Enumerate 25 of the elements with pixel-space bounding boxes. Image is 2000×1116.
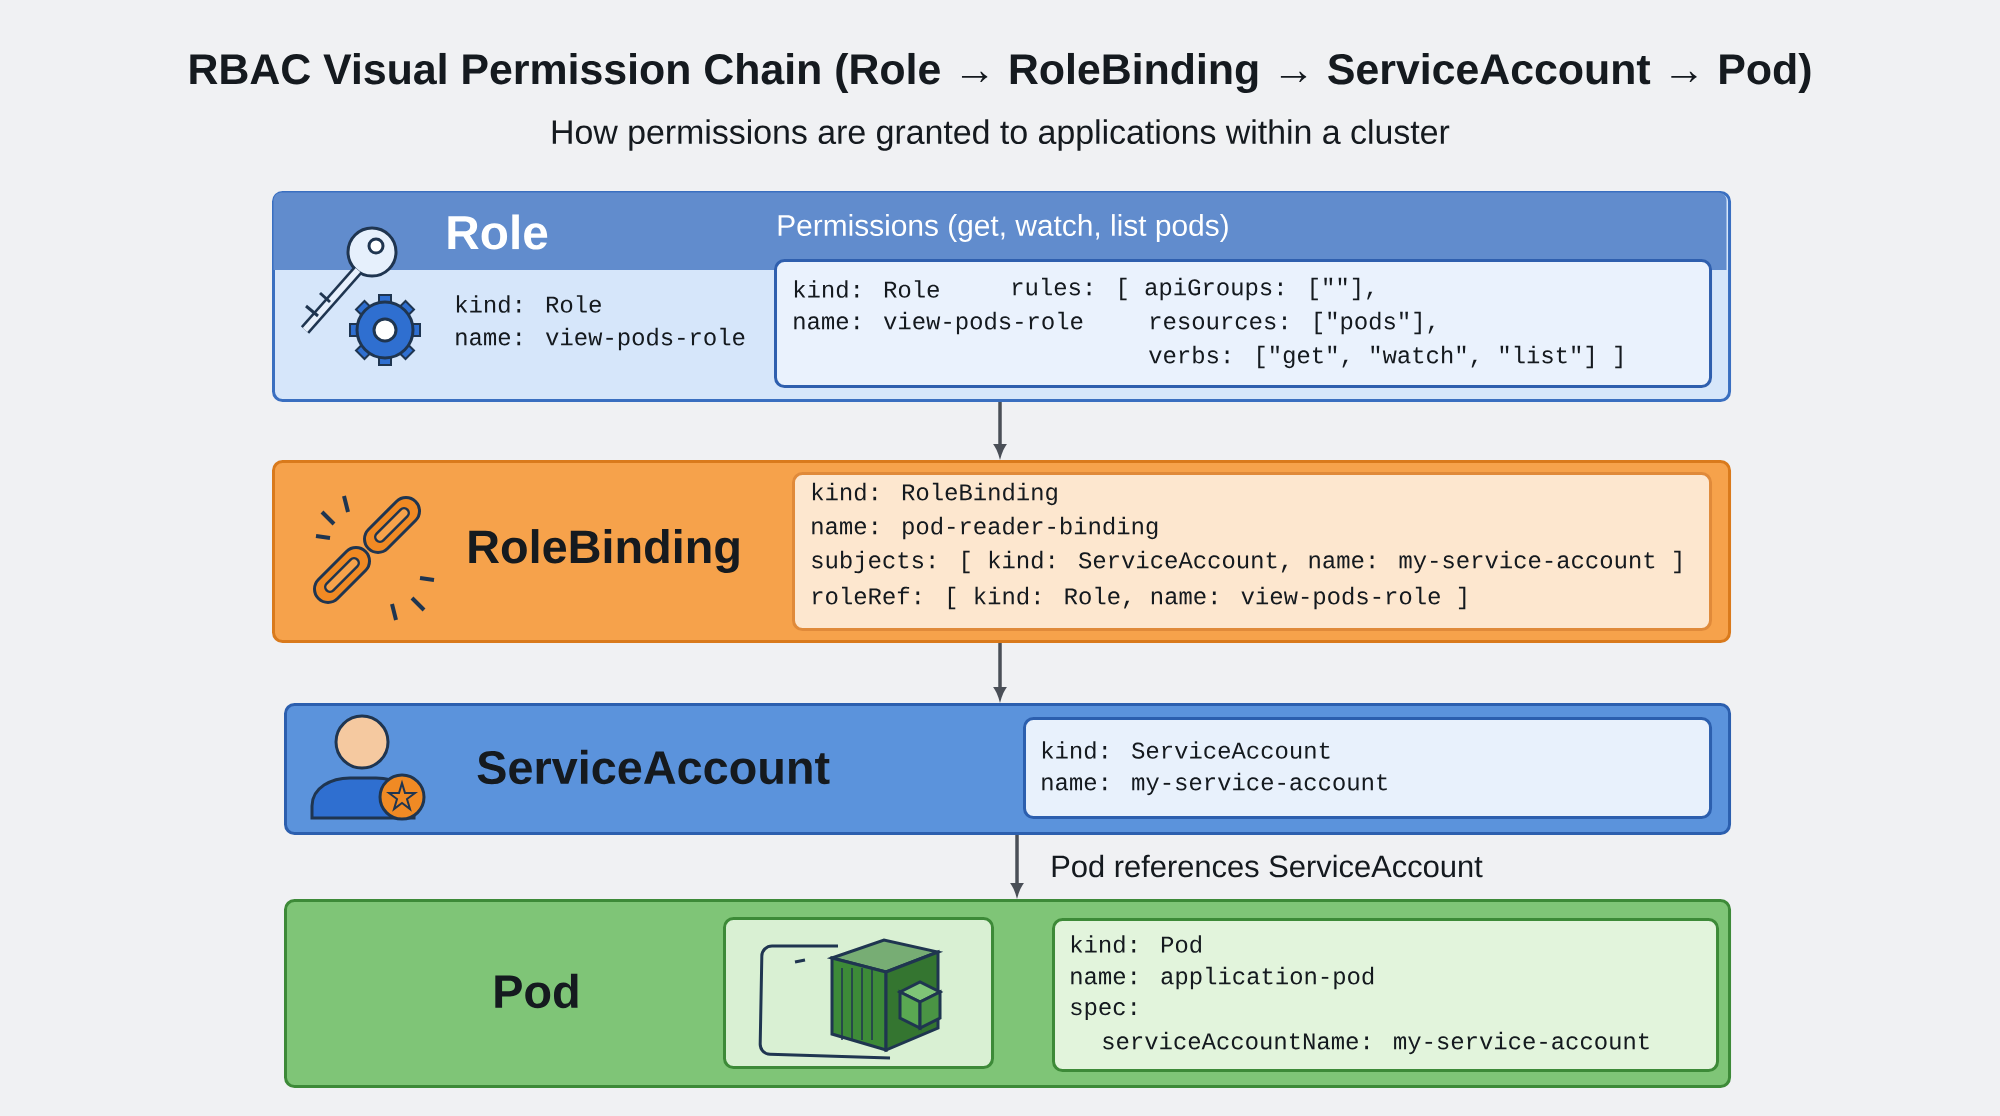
code-line: name: my-service-account bbox=[1042, 772, 1387, 796]
panel-title: ServiceAccount bbox=[477, 749, 830, 785]
panel-title: RoleBinding bbox=[469, 529, 739, 573]
title: RBAC Visual Permission Chain (Role → RoleBinding → ServiceAccount → Pod) bbox=[190, 52, 1811, 94]
panel-title: Pod bbox=[495, 973, 578, 1009]
code-line: name: application-pod bbox=[1071, 966, 1374, 990]
code-line: kind: ServiceAccount bbox=[1042, 741, 1330, 759]
code-line: roleRef: [ kind: Role, name: view-pods-role ] bbox=[813, 586, 1466, 610]
code-line: name: view-pods-role bbox=[794, 311, 1083, 335]
subtitle: How permissions are granted to applications within a cluster bbox=[552, 119, 1450, 151]
code-line: spec: bbox=[1071, 1002, 1136, 1020]
code-line: name: pod-reader-binding bbox=[812, 516, 1158, 540]
panel-title: Role bbox=[448, 214, 548, 250]
code-line: name: view-pods-role bbox=[456, 327, 745, 351]
code-line: kind: Pod bbox=[1071, 935, 1201, 953]
code-line: kind: Role bbox=[794, 280, 939, 298]
header-text: Permissions (get, watch, list pods) bbox=[778, 214, 1228, 242]
code-line: resources: ["pods"], bbox=[1151, 311, 1434, 335]
code-line: rules: [ apiGroups: [""], bbox=[1013, 277, 1373, 301]
code-line: verbs: ["get", "watch", "list"] ] bbox=[1149, 345, 1622, 369]
code-line: serviceAccountName: my-service-account bbox=[1103, 1031, 1649, 1055]
code-line: kind: RoleBinding bbox=[812, 482, 1057, 506]
edge-label: Pod references ServiceAccount bbox=[1048, 852, 1485, 880]
code-line: kind: Role bbox=[456, 295, 601, 313]
code-line: subjects: [ kind: ServiceAccount, name: my-service-account ] bbox=[812, 550, 1681, 574]
